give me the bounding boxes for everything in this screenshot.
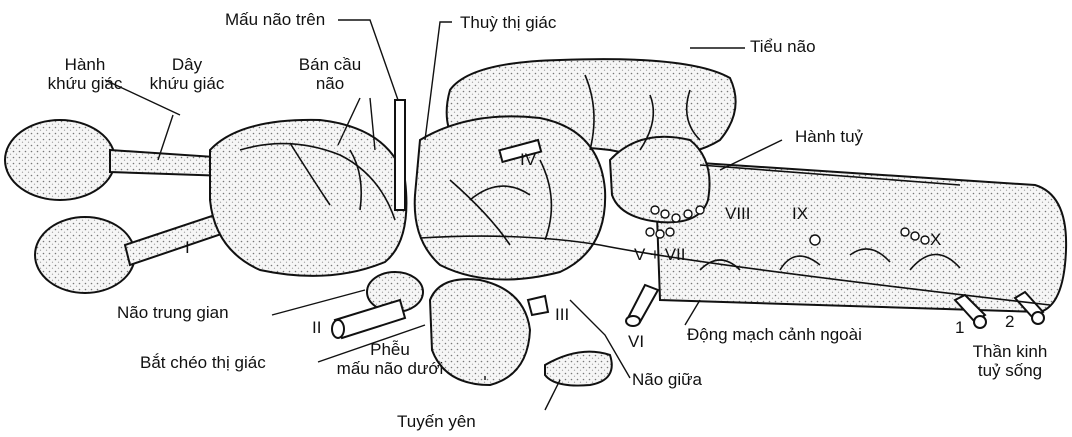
label-ban-cau-nao-line2: não: [290, 74, 370, 93]
label-tuyen-yen: Tuyến yên: [397, 412, 476, 431]
label-hanh-khuu-giac-line2: khứu giác: [40, 74, 130, 93]
nerve-label-v-vii: V + VII: [634, 245, 686, 265]
label-pheu-mau-nao-duoi: Phễu mấu não dưới: [325, 340, 455, 378]
nerve-label-vi: VI: [628, 332, 644, 352]
label-pheu-line1: Phễu: [325, 340, 455, 359]
label-pheu-line2: mấu não dưới: [325, 359, 455, 378]
label-hanh-khuu-giac-line1: Hành: [40, 55, 130, 74]
nerve-label-viii: VIII: [725, 204, 751, 224]
label-nao-giua: Não giữa: [632, 370, 702, 389]
label-day-khuu-giac-line2: khứu giác: [142, 74, 232, 93]
label-day-khuu-giac: Dây khứu giác: [142, 55, 232, 93]
nerve-label-iii: III: [555, 305, 569, 325]
label-dong-mach: Động mạch cảnh ngoài: [687, 325, 862, 344]
spinal-cord: [655, 160, 1066, 312]
nerve-label-ix: IX: [792, 204, 808, 224]
label-tieu-nao: Tiểu não: [750, 37, 816, 56]
label-hanh-tuy: Hành tuỷ: [795, 127, 863, 146]
nerve-label-i: I: [185, 238, 190, 258]
nerve-label-iv: IV: [520, 150, 536, 170]
olfactory-bulb-lower: [35, 217, 135, 293]
label-day-khuu-giac-line1: Dây: [142, 55, 232, 74]
label-bat-cheo-thi-giac: Bắt chéo thị giác: [140, 353, 266, 372]
medulla-lobe: [610, 137, 710, 223]
nerve-label-ii: II: [312, 318, 321, 338]
label-nao-trung-gian: Não trung gian: [117, 303, 229, 322]
label-than-kinh-tuy-song: Thần kinh tuỷ sống: [955, 342, 1065, 380]
label-ban-cau-nao-line1: Bán cầu: [290, 55, 370, 74]
label-mau-nao-tren: Mấu não trên: [225, 10, 325, 29]
label-tkts-line2: tuỷ sống: [955, 361, 1065, 380]
nerve-label-x: X: [930, 230, 941, 250]
pineal-stalk: [395, 100, 405, 210]
pituitary: [545, 352, 612, 386]
nerve-ii: [335, 300, 405, 338]
optic-lobe: [415, 116, 605, 279]
label-ban-cau-nao: Bán cầu não: [290, 55, 370, 93]
cerebral-hemisphere: [210, 120, 406, 276]
spinal-nerve-label-2: 2: [1005, 312, 1014, 332]
olfactory-bulb-upper: [5, 120, 115, 200]
spinal-nerve-label-1: 1: [955, 318, 964, 338]
nerve-iii: [528, 296, 548, 315]
label-thuy-thi-giac: Thuỳ thị giác: [460, 13, 556, 32]
label-hanh-khuu-giac: Hành khứu giác: [40, 55, 130, 93]
label-tkts-line1: Thần kinh: [955, 342, 1065, 361]
